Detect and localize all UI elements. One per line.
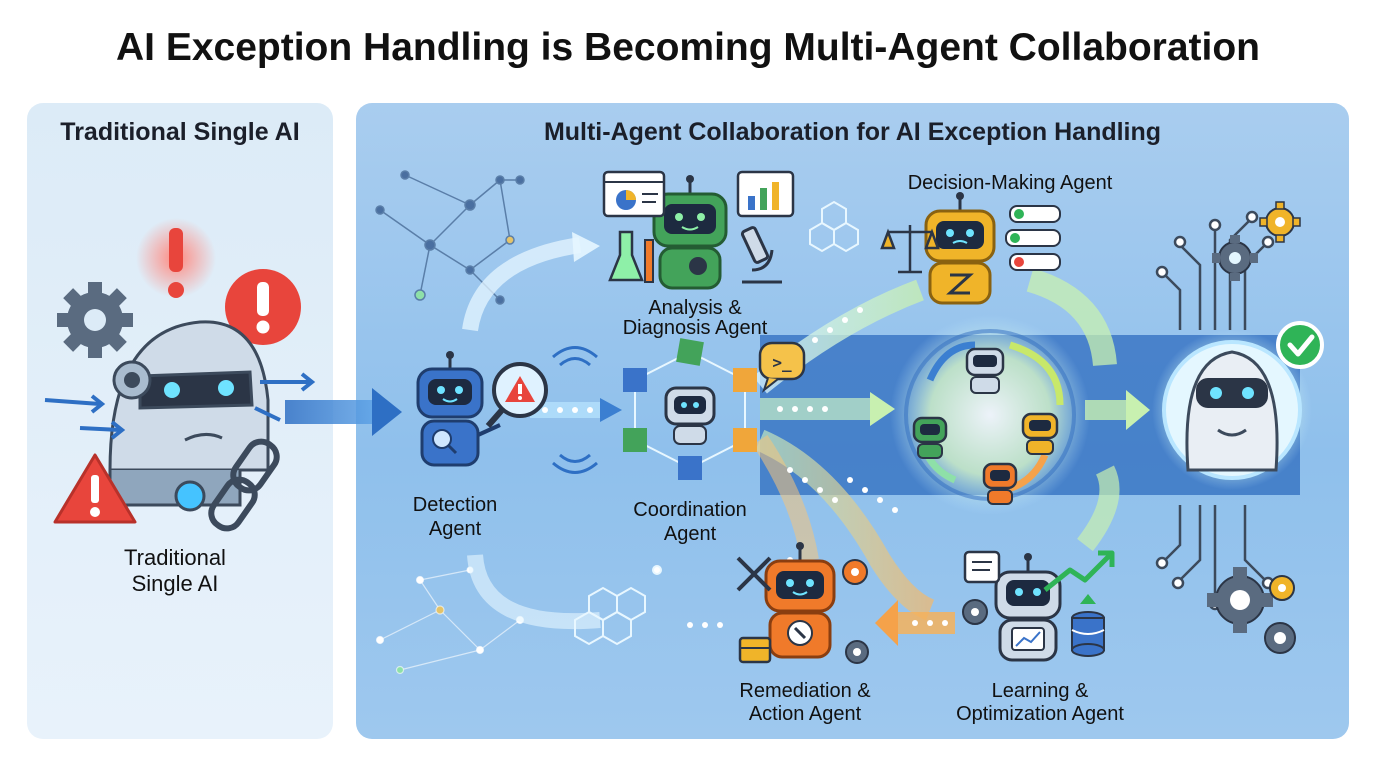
- remediation-gear-icon: [842, 559, 868, 585]
- gear-mid-icon: [1212, 235, 1258, 281]
- terminal-glyph: >_: [772, 353, 792, 372]
- terminal-bubble-icon: [758, 341, 806, 393]
- gear-icon: [57, 282, 133, 358]
- database-icon: [1071, 611, 1105, 657]
- loop-robot-top: [965, 347, 1005, 394]
- arc-to-remediation-left: [467, 554, 601, 630]
- coordination-agent-hub: [623, 338, 757, 480]
- gear-bottom-small-icon: [1269, 575, 1295, 601]
- arc-to-learning: [755, 429, 935, 621]
- analysis-agent-label-line2: Diagnosis Agent: [622, 317, 768, 339]
- chart-window-icon: [602, 170, 666, 218]
- decision-agent-robot: [924, 192, 996, 305]
- alert-icon: [168, 228, 184, 298]
- coordination-to-loop-arrow: [760, 392, 895, 426]
- toolbox-icon: [738, 636, 772, 664]
- flask-icon: [608, 230, 654, 283]
- analysis-agent-label-line1: Analysis &: [648, 297, 742, 319]
- tools-icon: [736, 556, 772, 592]
- document-bubble-icon: [963, 550, 1001, 584]
- circuit-top-icon: [1155, 210, 1275, 330]
- remediation-gear-small-icon: [845, 640, 869, 664]
- single-ai-illustration: [44, 218, 316, 532]
- learning-to-remediation-arrow: [875, 600, 955, 646]
- loop-to-output-arrow: [1085, 390, 1150, 430]
- arc-to-analysis: [462, 237, 582, 332]
- decision-agent-label: Decision-Making Agent: [907, 172, 1113, 194]
- hex-chain-top: [809, 200, 859, 253]
- single-ai-caption-line2: Single AI: [131, 571, 219, 596]
- dotted-trails: [687, 307, 898, 628]
- loop-robot-left: [912, 416, 948, 459]
- magnifier-warning-icon: [485, 362, 548, 428]
- hex-chain-bottom: [574, 565, 662, 646]
- gear-bottom-icon: [1207, 567, 1273, 633]
- single-ai-caption-line1: Traditional: [124, 545, 226, 570]
- learning-agent-label-line1: Learning &: [991, 680, 1089, 702]
- loop-robot-bottom: [982, 462, 1018, 505]
- broken-chain-icon: [208, 438, 280, 532]
- detection-agent-robot: [416, 351, 501, 467]
- microscope-icon: [740, 226, 782, 284]
- bar-chart-icon: [736, 170, 795, 218]
- checklist-icon: [1005, 205, 1061, 271]
- coordination-agent-label-line2: Agent: [663, 523, 717, 545]
- loop-robot-right: [1021, 412, 1059, 455]
- page-title: AI Exception Handling is Becoming Multi-…: [115, 26, 1261, 69]
- traditional-panel-header: Traditional Single AI: [60, 118, 300, 146]
- growth-arrow-icon: [1043, 550, 1115, 592]
- output-robot-head: [1185, 350, 1279, 472]
- analysis-agent-robot: [652, 175, 728, 290]
- gear-bottom-right-icon: [1264, 622, 1296, 654]
- network-icon: [375, 170, 525, 305]
- detection-agent-label-line1: Detection: [412, 494, 498, 516]
- chaos-arrows: [44, 372, 316, 440]
- detection-to-coordination-arrow: [530, 398, 622, 422]
- learning-up-arrow-icon: [1080, 594, 1096, 604]
- remediation-agent-label-line2: Action Agent: [748, 703, 862, 725]
- network-bottom-icon: [375, 566, 525, 675]
- learning-agent-robot: [994, 553, 1062, 662]
- detection-agent-label-line2: Agent: [428, 518, 482, 540]
- arc-learning-to-output: [1077, 465, 1120, 552]
- arc-to-remediation: [752, 435, 819, 562]
- gear-top-icon: [1259, 201, 1301, 243]
- coordination-agent-label-line1: Coordination: [633, 499, 747, 521]
- signal-icon: [552, 346, 598, 474]
- robot-head-icon: [108, 320, 270, 512]
- arc-decision-to-output: [1026, 268, 1117, 367]
- transition-arrow-icon: [285, 388, 402, 436]
- learning-gear-icon: [962, 599, 988, 625]
- learning-agent-label-line2: Optimization Agent: [956, 703, 1124, 725]
- scale-icon: [880, 225, 940, 274]
- check-icon: [1276, 321, 1324, 369]
- remediation-agent-robot: [764, 542, 836, 659]
- multi-agent-panel-header: Multi-Agent Collaboration for AI Excepti…: [543, 118, 1162, 146]
- remediation-agent-label-line1: Remediation &: [739, 680, 871, 702]
- warning-triangle-icon: [53, 453, 137, 524]
